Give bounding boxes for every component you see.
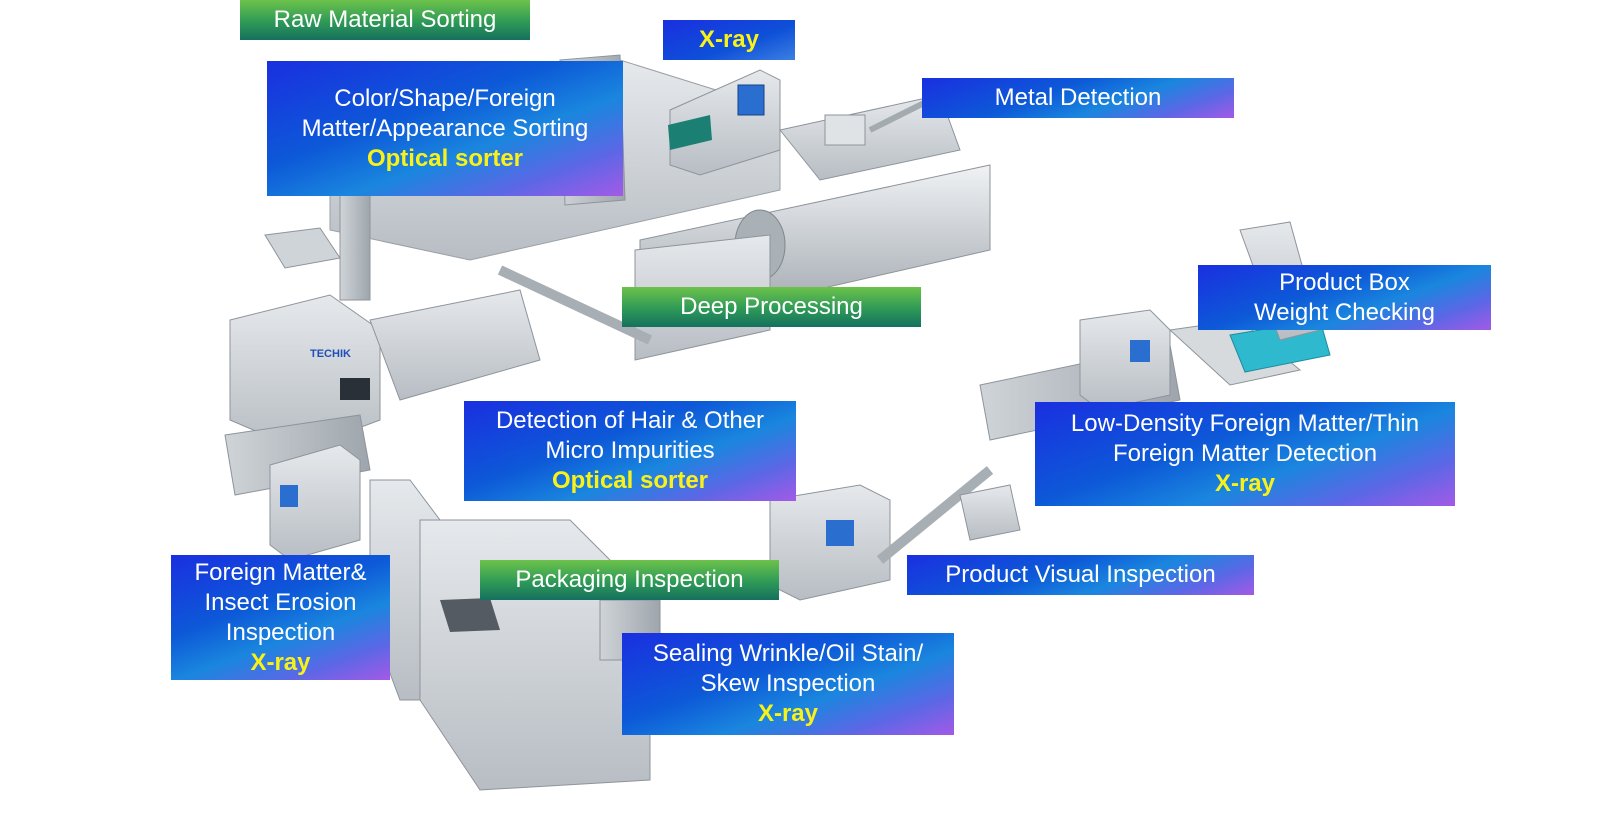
xray-machine-top bbox=[668, 69, 781, 176]
callout-optical-sorting: Color/Shape/Foreign Matter/Appearance So… bbox=[267, 61, 623, 196]
stage-title: Raw Material Sorting bbox=[273, 6, 497, 33]
callout-sealing-inspection: Sealing Wrinkle/Oil Stain/ Skew Inspecti… bbox=[622, 633, 954, 735]
device-name: X-ray bbox=[698, 26, 760, 53]
callout-text: Detection of Hair & Other bbox=[495, 407, 765, 434]
callout-text: Insect Erosion bbox=[204, 588, 357, 616]
callout-foreign-insect-inspection: Foreign Matter& Insect Erosion Inspectio… bbox=[171, 555, 390, 680]
stage-label-packaging-inspection: Packaging Inspection bbox=[480, 560, 779, 600]
callout-text: Metal Detection bbox=[994, 84, 1162, 111]
callout-product-box-weight: Product Box Weight Checking bbox=[1198, 265, 1491, 330]
device-name: Optical sorter bbox=[551, 467, 709, 494]
xray-machine-center bbox=[769, 484, 891, 601]
stage-label-deep-processing: Deep Processing bbox=[622, 287, 921, 327]
middle-line-machines: TECHIK bbox=[224, 265, 653, 561]
stage-label-raw-material-sorting: Raw Material Sorting bbox=[240, 0, 530, 40]
callout-text: Foreign Matter Detection bbox=[1112, 440, 1378, 467]
callout-hair-detection: Detection of Hair & Other Micro Impuriti… bbox=[464, 401, 796, 501]
metal-detector bbox=[779, 94, 961, 181]
top-line-machines bbox=[264, 54, 991, 361]
callout-text: Color/Shape/Foreign bbox=[334, 84, 556, 112]
callout-text: Sealing Wrinkle/Oil Stain/ bbox=[652, 640, 924, 667]
callout-text: Weight Checking bbox=[1254, 298, 1435, 326]
callout-xray-top: X-ray bbox=[663, 20, 795, 60]
callout-text: Product Visual Inspection bbox=[945, 561, 1216, 588]
callout-text: Matter/Appearance Sorting bbox=[301, 114, 589, 142]
callout-low-density-detection: Low-Density Foreign Matter/Thin Foreign … bbox=[1035, 402, 1455, 506]
callout-text: Micro Impurities bbox=[545, 437, 715, 464]
stage-title: Deep Processing bbox=[680, 293, 863, 320]
xray-machine-left bbox=[269, 444, 361, 561]
stage-title: Packaging Inspection bbox=[515, 566, 744, 593]
callout-metal-detection: Metal Detection bbox=[922, 78, 1234, 118]
callout-text: Low-Density Foreign Matter/Thin bbox=[1070, 410, 1420, 437]
packaging-machines bbox=[369, 479, 661, 791]
callout-product-visual-inspection: Product Visual Inspection bbox=[907, 555, 1254, 595]
device-name: X-ray bbox=[757, 700, 819, 727]
callout-text: Product Box bbox=[1279, 268, 1410, 296]
callout-text: Inspection bbox=[225, 618, 336, 646]
machine-brand: TECHIK bbox=[310, 348, 351, 360]
callout-text: Skew Inspection bbox=[700, 670, 876, 697]
xray-machine-right bbox=[1079, 309, 1171, 411]
device-name: X-ray bbox=[250, 648, 311, 676]
callout-text: Foreign Matter& bbox=[194, 558, 367, 586]
device-name: Optical sorter bbox=[366, 144, 524, 172]
device-name: X-ray bbox=[1214, 470, 1276, 497]
